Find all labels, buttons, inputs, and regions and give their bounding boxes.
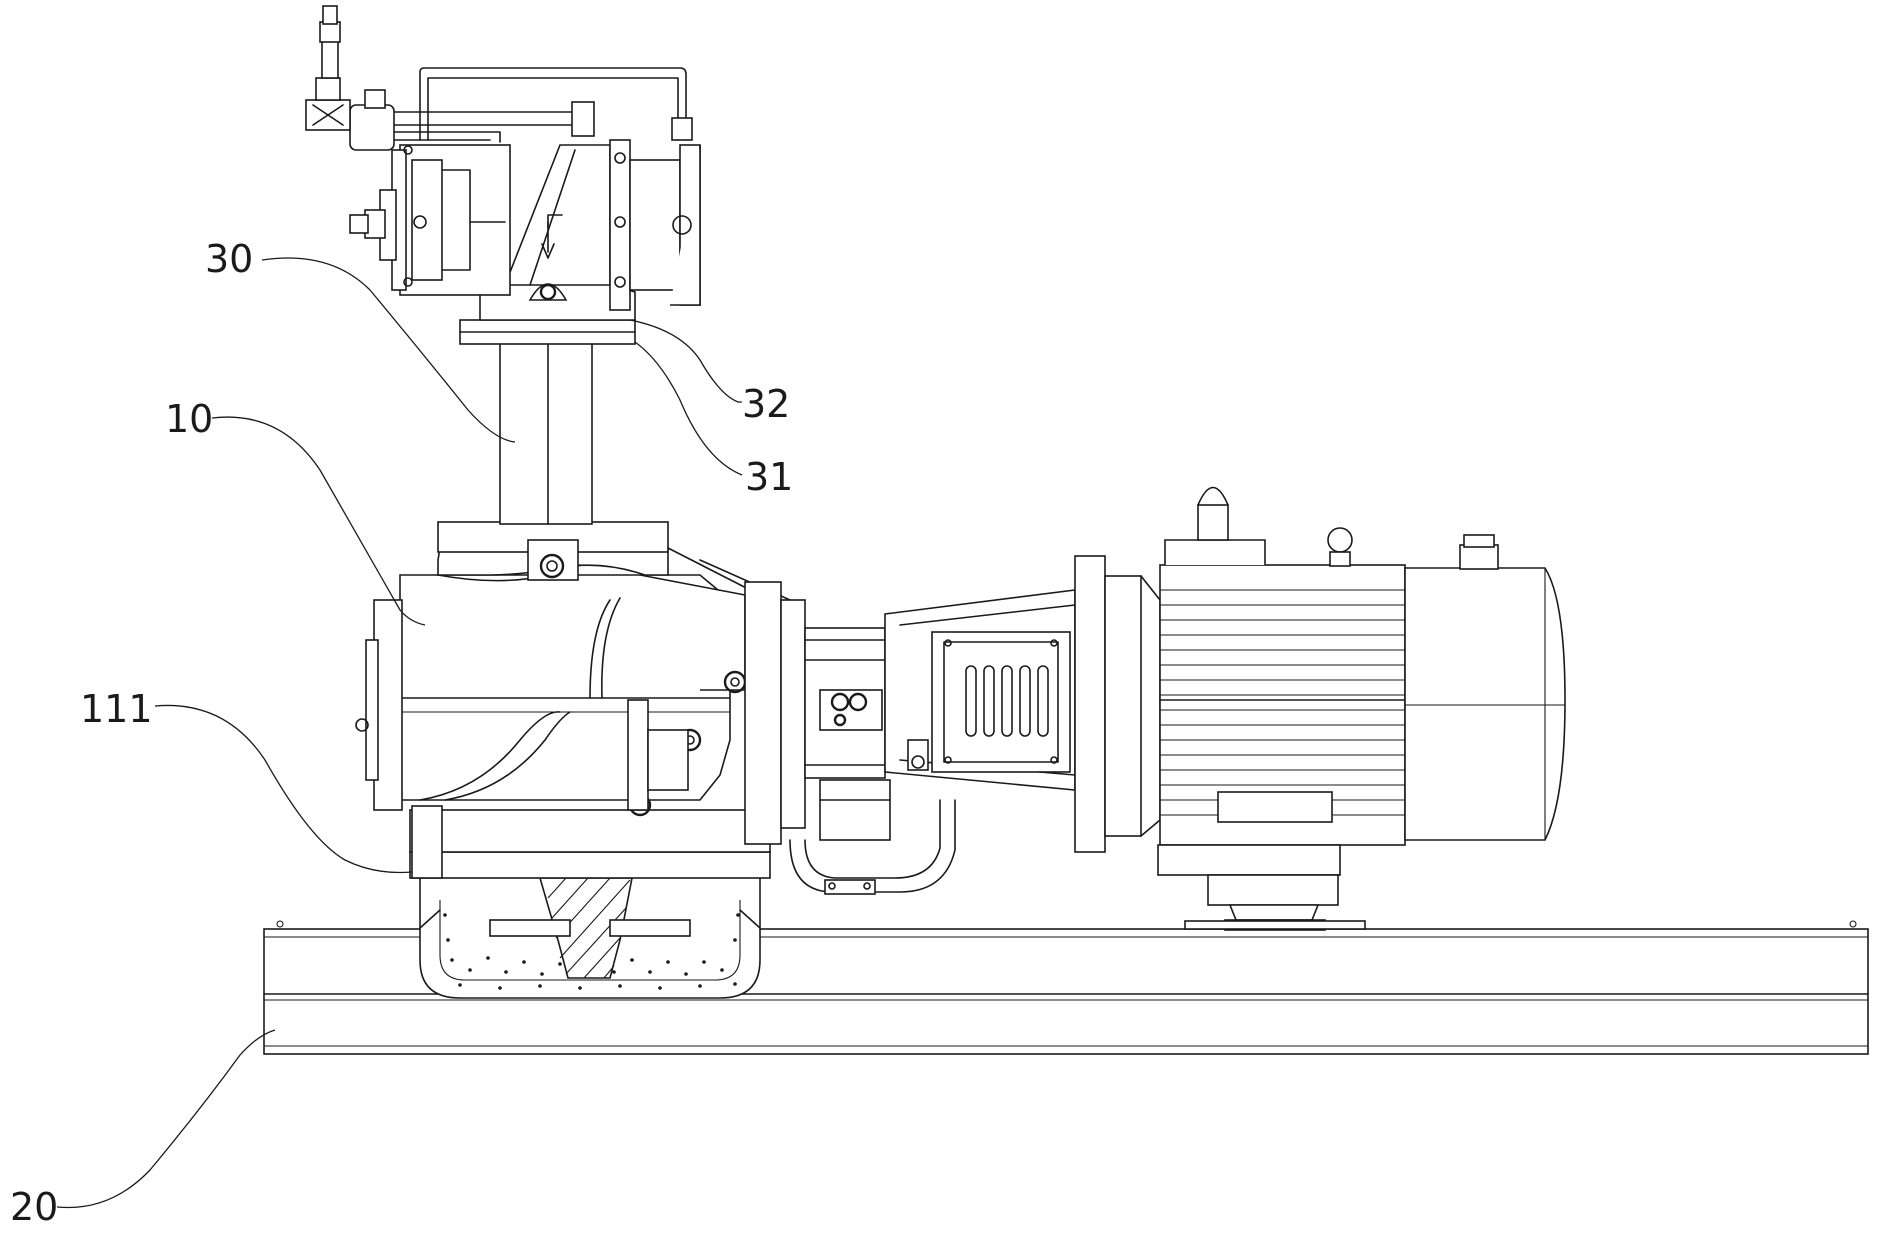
leader-20: [56, 1029, 276, 1209]
leader-111: [154, 704, 413, 874]
label-30: 30: [205, 237, 253, 281]
label-32: 32: [742, 382, 790, 426]
leader-lines: [56, 257, 743, 1209]
intake-valve: [305, 5, 701, 321]
leader-31: [634, 341, 743, 476]
reference-labels: 30 10 32 31 111 20: [10, 237, 793, 1229]
label-10: 10: [165, 397, 213, 441]
leader-30: [261, 257, 516, 443]
label-31: 31: [745, 455, 793, 499]
support-stand: [419, 877, 761, 999]
leader-10: [211, 416, 426, 626]
label-20: 20: [10, 1185, 58, 1229]
electric-motor: [1074, 486, 1566, 931]
compressor-host: [355, 521, 791, 879]
coupling-housing: [744, 581, 1076, 895]
intake-pipe: [459, 319, 636, 525]
leader-32: [629, 319, 742, 403]
label-111: 111: [80, 687, 153, 731]
